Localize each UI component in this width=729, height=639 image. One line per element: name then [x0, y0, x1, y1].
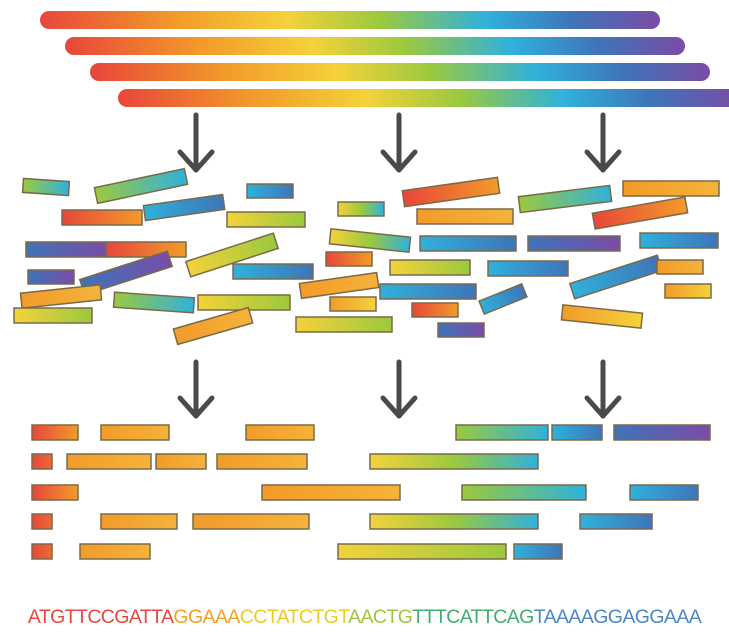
fragment: [233, 264, 313, 279]
read: [370, 514, 538, 529]
fragment: [247, 184, 293, 198]
long-strand-1: [40, 11, 660, 29]
fragment: [227, 212, 305, 227]
read: [217, 454, 307, 469]
read: [630, 485, 698, 500]
consensus-sequence: ATGTTCCGATTAGGAAACCTATCTGTAACTGTTTCATTCA…: [0, 606, 729, 629]
fragment: [198, 295, 290, 310]
long-strand-4: [118, 89, 729, 107]
read: [32, 544, 52, 559]
fragment: [488, 261, 568, 276]
arrows-fragmentation: [180, 115, 619, 170]
read: [101, 425, 169, 440]
read: [262, 485, 400, 500]
read: [580, 514, 652, 529]
sequence-segment-5: TTTCATTCAG: [412, 606, 533, 628]
read: [514, 544, 562, 559]
fragment: [329, 229, 410, 252]
fragment: [657, 260, 703, 274]
random-fragments: [14, 169, 719, 345]
fragment: [94, 169, 187, 204]
fragment: [518, 185, 611, 212]
long-strand-3: [90, 63, 710, 81]
fragment: [330, 297, 376, 311]
read: [101, 514, 177, 529]
fragment: [402, 177, 499, 206]
fragment: [438, 323, 484, 337]
read: [32, 425, 78, 440]
input-strands: [40, 11, 729, 107]
fragment: [420, 236, 516, 251]
read: [456, 425, 548, 440]
sequence-segment-6: TAAAAGGAGGAAA: [534, 606, 701, 628]
fragment: [380, 284, 476, 299]
read: [462, 485, 586, 500]
long-strand-2: [65, 37, 685, 55]
down-arrow-icon: [180, 362, 212, 416]
read: [80, 544, 150, 559]
sequence-segment-1: ATGTTCCGATTA: [28, 606, 174, 628]
read: [32, 514, 52, 529]
read: [370, 454, 538, 469]
read: [338, 544, 506, 559]
fragment: [326, 252, 372, 266]
fragment: [528, 236, 620, 251]
read: [67, 454, 151, 469]
fragment: [14, 308, 92, 323]
read: [156, 454, 206, 469]
read: [193, 514, 309, 529]
fragment: [479, 284, 527, 314]
read: [552, 425, 602, 440]
read: [32, 454, 52, 469]
fragment: [28, 270, 74, 284]
down-arrow-icon: [383, 115, 415, 170]
read: [32, 485, 78, 500]
down-arrow-icon: [180, 115, 212, 170]
fragment: [23, 178, 70, 195]
arrows-alignment: [180, 362, 619, 416]
fragment: [665, 284, 711, 298]
fragment: [417, 209, 513, 224]
fragment: [173, 308, 252, 345]
down-arrow-icon: [587, 115, 619, 170]
fragment: [412, 303, 458, 317]
sequence-segment-3: CCTATCTGT: [240, 606, 348, 628]
fragment: [640, 233, 718, 248]
fragment: [570, 255, 662, 299]
down-arrow-icon: [383, 362, 415, 416]
read: [614, 425, 710, 440]
fragment: [106, 242, 186, 257]
fragment: [143, 195, 224, 221]
fragment: [338, 202, 384, 216]
fragment: [26, 242, 106, 257]
sequence-segment-4: AACTG: [348, 606, 412, 628]
fragment: [114, 292, 195, 313]
fragment: [20, 285, 101, 308]
fragment: [390, 260, 470, 275]
fragment: [623, 181, 719, 196]
fragment: [561, 305, 642, 328]
read: [246, 425, 314, 440]
aligned-reads: [32, 425, 710, 559]
fragment: [296, 317, 392, 332]
sequence-segment-2: GGAAA: [173, 606, 239, 628]
down-arrow-icon: [587, 362, 619, 416]
fragment: [62, 210, 142, 225]
